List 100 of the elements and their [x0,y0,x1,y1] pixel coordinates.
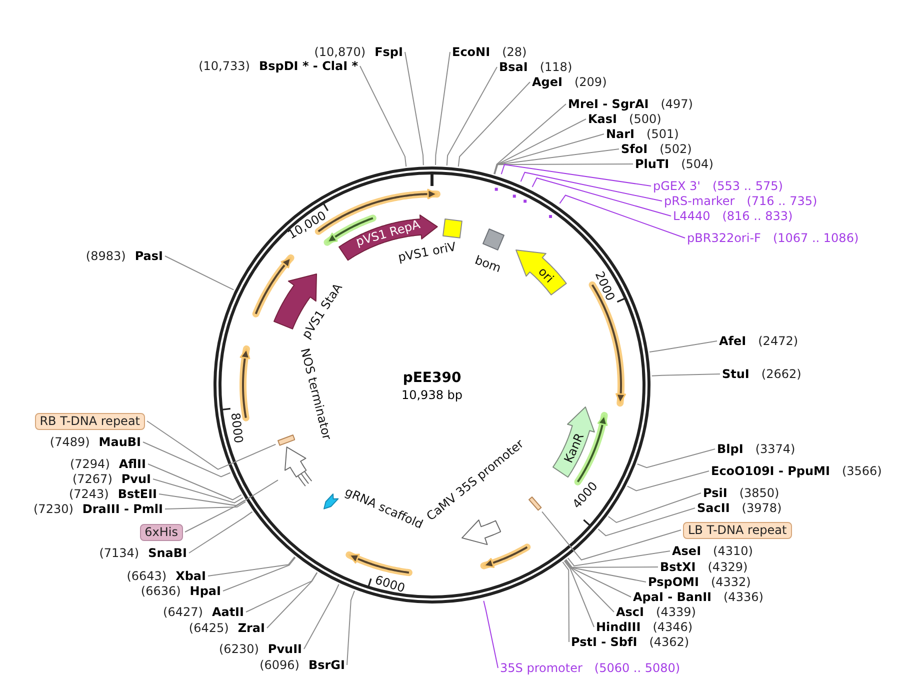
cut-site-position: (4329) [708,560,748,574]
cut-site-position: (10,733) [198,59,250,73]
enzyme-name: HpaI [190,584,221,598]
leader-line [146,420,276,470]
leader-line [494,134,604,175]
enzyme-name: BlpI [717,442,744,456]
enzyme-name: AgeI [532,75,562,89]
leader-line [304,584,340,650]
enzyme-name: PspOMI [648,575,699,589]
enzyme-name: BstXI [660,560,696,574]
feature-bar [528,496,542,511]
primer-name: 35S promoter [500,661,582,675]
scale-label: 8000 [228,412,246,444]
cut-site-position: (6425) [188,621,229,635]
leader-line [164,501,246,510]
cut-site-position: (497) [660,97,693,111]
cut-site-position: (118) [540,60,572,74]
enzyme-name: KasI [588,112,618,126]
cut-site-position: (3566) [842,464,882,478]
cut-site-position: (501) [646,127,679,141]
leader-line [649,340,718,352]
leader-line [446,66,498,166]
leader-line [566,559,658,568]
sequence-feature [515,249,568,296]
cut-site-position: (7294) [70,457,110,471]
leader-line [542,511,682,560]
primer-position: (5060 .. 5080) [594,661,680,675]
cut-site-position: (4310) [713,544,753,558]
cut-site-position: (3850) [739,486,780,500]
cut-site-position: (6643) [126,569,167,583]
cut-site-position: (7134) [99,546,140,560]
primer-name: pGEX 3' [653,179,700,193]
cut-site-position: (4339) [656,605,696,619]
primer-name: L4440 [673,209,710,223]
cut-site-position: (4336) [724,590,764,604]
feature-tag: 6xHis [140,524,183,540]
sequence-feature [284,446,312,487]
enzyme-name: BsrGI [308,658,345,672]
leader-line [483,600,498,668]
enzyme-name: BspDI * - ClaI * [258,59,358,73]
enzyme-name: PasI [134,249,163,263]
enzyme-name: MauBI [98,435,141,449]
leader-line [346,590,355,666]
cut-site-position: (7267) [72,472,112,486]
primer-position: (816 .. 833) [722,209,793,223]
cut-site-position: (28) [502,45,527,59]
leader-line [636,448,716,468]
leader-line [148,464,242,500]
feature-tag: RB T-DNA repeat [34,412,145,430]
sequence-feature [552,406,596,478]
leader-line [188,511,253,554]
enzyme-name: AscI [616,605,644,619]
scale-label: 6000 [373,572,407,595]
leader-line [246,572,318,612]
leader-line [158,494,246,506]
cut-site-position: (3978) [742,501,782,515]
feature-bar [276,434,296,446]
enzyme-name: DraIII - PmlI [82,502,163,516]
plasmid-name: pEE390 [402,370,462,386]
leader-line [564,560,594,628]
enzyme-name: PvuI [121,472,151,486]
sequence-feature [323,493,340,510]
cut-site-position: (209) [574,75,607,89]
enzyme-name: SfoI [621,142,648,156]
feature-label: ori [536,264,557,285]
leader-line [598,508,696,536]
enzyme-name: AseI [672,544,702,558]
leader-line [360,66,407,168]
cut-site-position: (4346) [652,620,693,634]
primer-name: pBR322ori-F [687,231,761,245]
leader-line [565,559,646,582]
enzyme-name: ZraI [238,621,265,635]
primer-position: (1067 .. 1086) [772,231,859,245]
enzyme-name: AflII [118,457,146,471]
leader-line [494,148,620,175]
cut-site-position: (6096) [260,658,300,672]
primer-position: (716 .. 735) [746,194,818,208]
leader-line [520,172,662,202]
leader-line [567,550,670,566]
leader-line [559,194,686,238]
leader-line [152,478,244,504]
cut-site-position: (500) [629,112,662,126]
scale-label: 2000 [592,269,618,303]
leader-line [222,556,296,592]
leader-line [532,177,672,216]
cut-site-position: (7243) [68,487,109,501]
enzyme-name: PstI - SbfI [571,635,638,649]
leader-line [493,104,566,174]
enzyme-name: PsiI [703,486,728,500]
enzyme-name: EcoNI [452,45,490,59]
leader-line [184,480,278,532]
feature-tag: LB T-DNA repeat [683,522,792,538]
cut-site-position: (4362) [649,635,690,649]
cut-site-position: (8983) [86,249,126,263]
enzyme-name: AfeI [719,334,746,348]
enzyme-name: SacII [697,501,730,515]
primer-position: (553 .. 575) [712,179,783,193]
cut-site-position: (3374) [755,442,796,456]
leader-line [435,52,450,166]
primer-name: pRS-marker [664,194,735,208]
